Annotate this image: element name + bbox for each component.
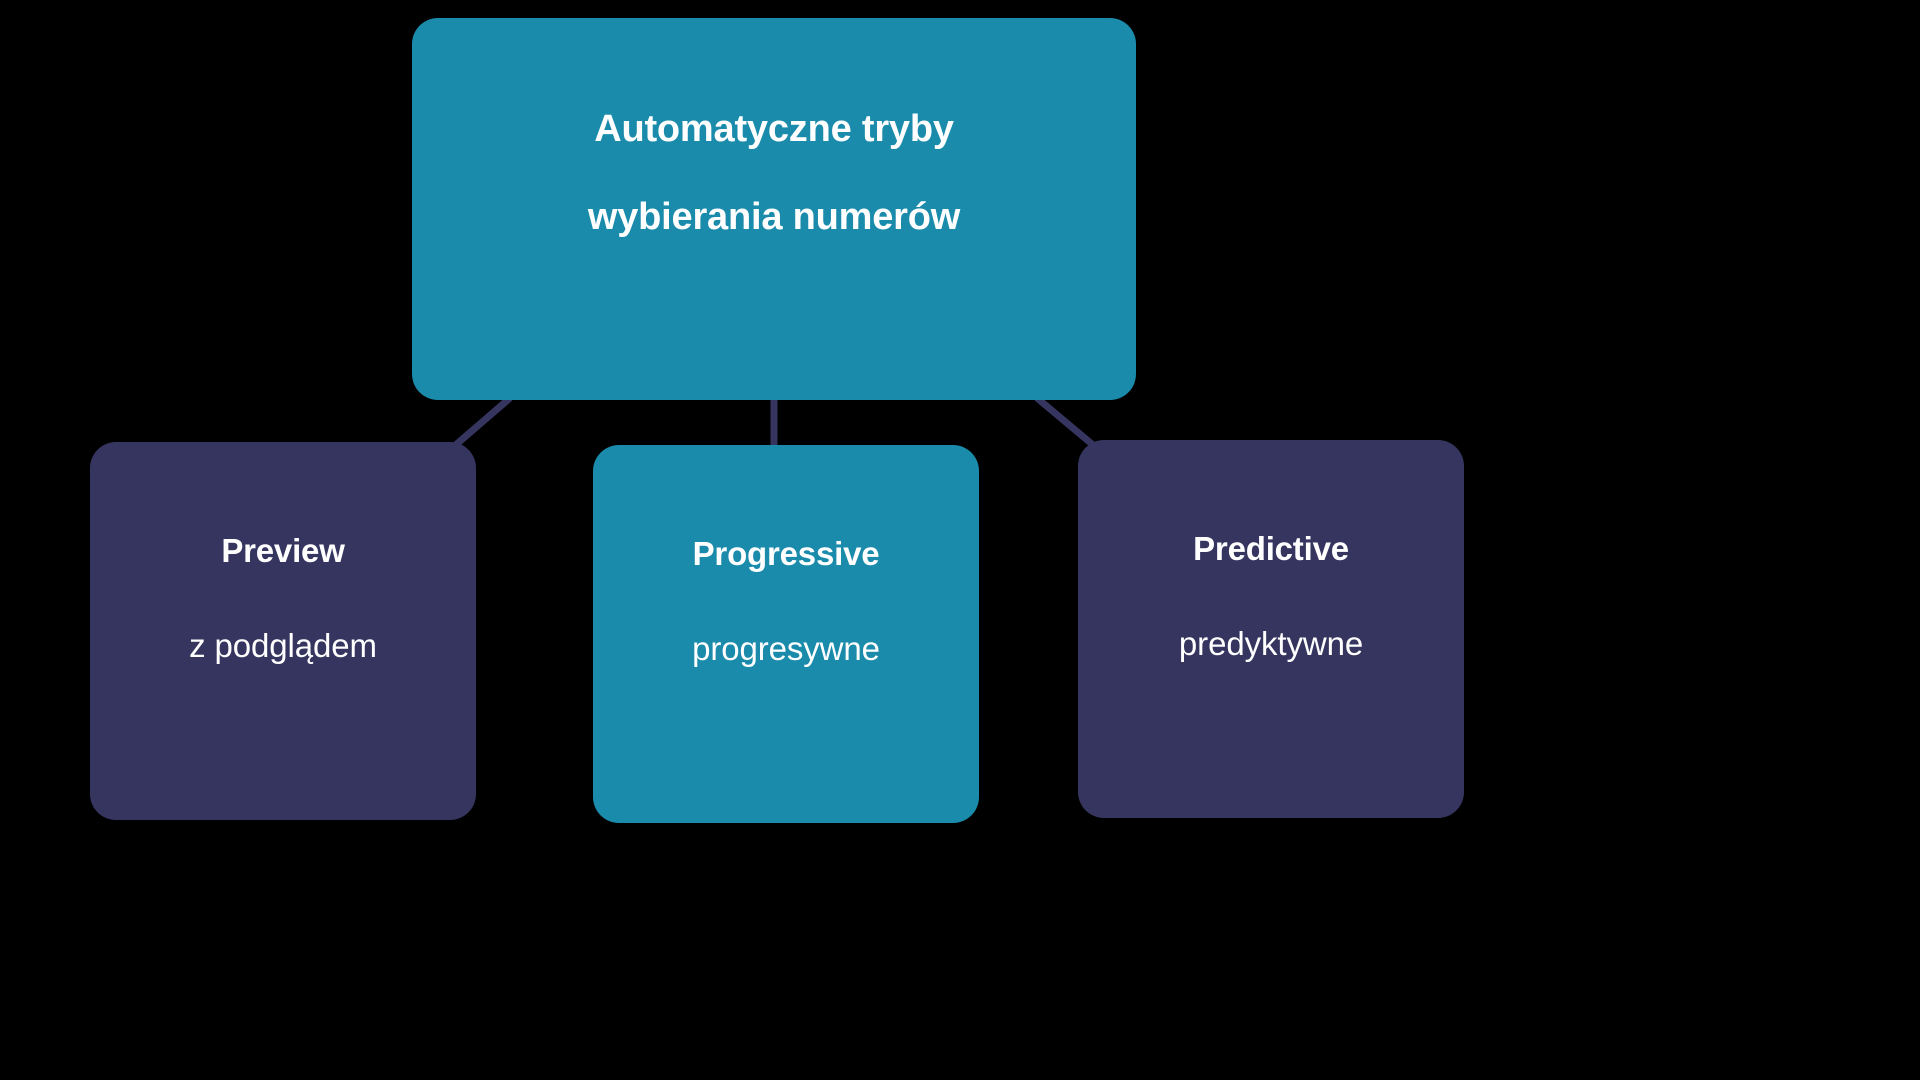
- child-node-predictive-subtitle: predyktywne: [1178, 625, 1364, 662]
- child-node-predictive[interactable]: Predictive predyktywne: [1078, 440, 1464, 818]
- child-node-progressive-title: Progressive: [692, 535, 880, 572]
- child-node-preview[interactable]: Preview z podglądem: [90, 442, 476, 820]
- root-node-automatic-dialing-modes[interactable]: Automatyczne tryby wybierania numerów: [412, 18, 1136, 400]
- root-node-title-line-2: wybierania numerów: [587, 196, 961, 238]
- child-node-progressive-subtitle: progresywne: [692, 630, 880, 667]
- child-node-predictive-title: Predictive: [1193, 530, 1349, 567]
- child-node-preview-subtitle: z podglądem: [189, 627, 377, 664]
- child-node-progressive[interactable]: Progressive progresywne: [593, 445, 979, 823]
- root-node-title-line-1: Automatyczne tryby: [594, 108, 954, 150]
- child-node-preview-title: Preview: [221, 532, 345, 569]
